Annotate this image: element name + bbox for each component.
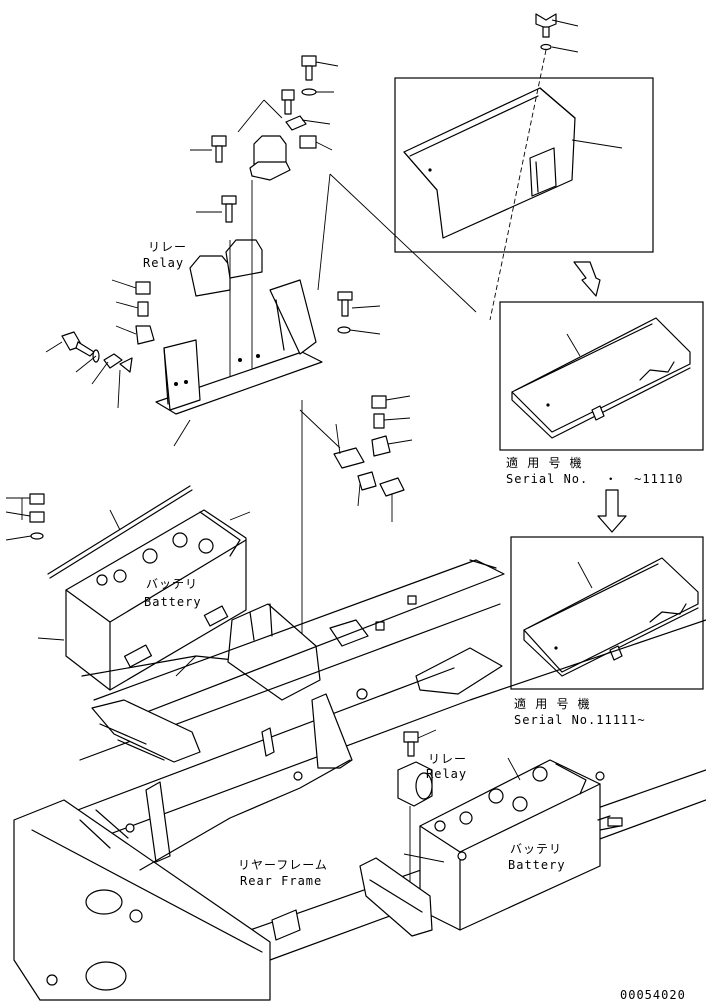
battery-left <box>5 485 251 691</box>
rear-frame-label-en: Rear Frame <box>240 874 323 888</box>
arrow-down-2-icon <box>597 489 627 533</box>
serial-note-1-serial: Serial No. ・ ~11110 <box>506 472 684 486</box>
arrow-down-1-icon <box>573 261 601 297</box>
battery-left-label-en: Battery <box>144 595 202 609</box>
relay-bottom-label-en: Relay <box>426 767 468 781</box>
battery-right <box>359 757 623 937</box>
relay-top-label-en: Relay <box>143 256 185 270</box>
figure-number: 00054020 <box>620 988 686 1002</box>
battery-left-label-jp: バッテリ <box>146 577 199 591</box>
cover-detail-box-top <box>394 77 654 253</box>
relay-bottom-label-jp: リレー <box>428 752 468 766</box>
battery-tray <box>227 559 503 701</box>
rear-frame-label-jp: リヤーフレーム <box>238 858 328 872</box>
rear-frame <box>13 559 706 1001</box>
relay-top-label-jp: リレー <box>148 240 188 254</box>
serial-note-1-applicable: 適 用 号 機 <box>506 456 583 470</box>
relay-bracket-assembly <box>45 55 477 640</box>
serial-note-2-serial: Serial No.11111~ <box>514 713 646 727</box>
wing-bolt <box>489 13 579 321</box>
battery-right-label-jp: バッテリ <box>510 842 563 856</box>
cover-detail-box-middle <box>499 301 704 451</box>
battery-right-label-en: Battery <box>508 858 566 872</box>
relay-bottom <box>397 729 437 906</box>
cover-detail-box-bottom <box>510 536 704 690</box>
serial-note-2-applicable: 適 用 号 機 <box>514 697 591 711</box>
